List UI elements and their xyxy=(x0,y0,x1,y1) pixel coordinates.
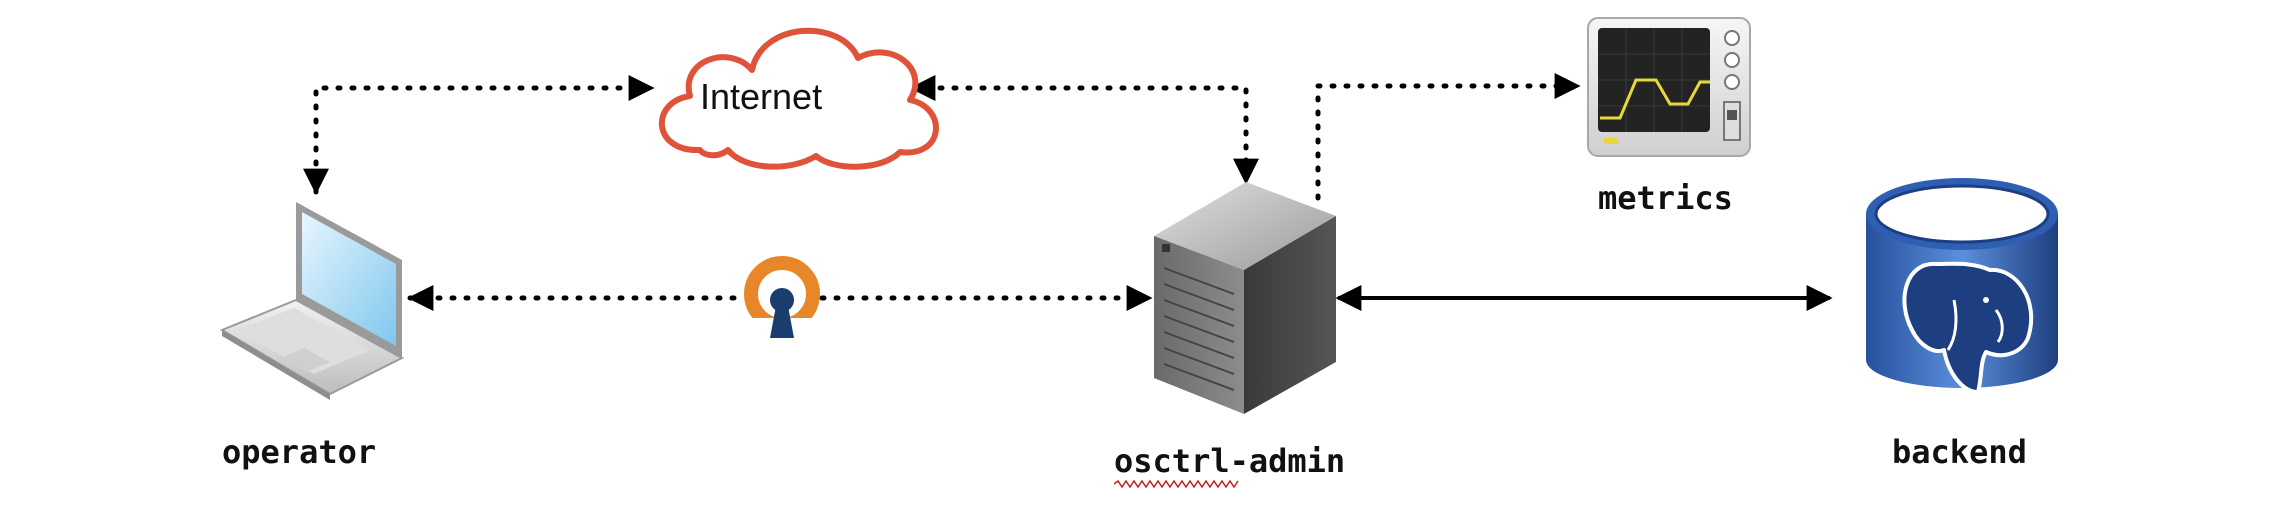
server-icon xyxy=(1154,182,1336,414)
metrics-label: metrics xyxy=(1598,179,1733,217)
connector-admin-metrics xyxy=(1315,73,1581,201)
monitor-icon xyxy=(1587,17,1751,157)
connector-operator-internet xyxy=(303,75,655,195)
connector-internet-admin xyxy=(909,75,1259,185)
operator-label: operator xyxy=(222,433,377,471)
backend-label: backend xyxy=(1892,433,2027,471)
internet-label: Internet xyxy=(700,76,823,117)
osctrl-admin-label: osctrl-admin xyxy=(1114,442,1346,480)
spellcheck-underline xyxy=(1114,480,1239,488)
laptop-icon xyxy=(219,202,405,400)
openvpn-icon xyxy=(744,256,820,338)
cloud-icon xyxy=(659,27,939,170)
database-icon xyxy=(1866,178,2058,394)
